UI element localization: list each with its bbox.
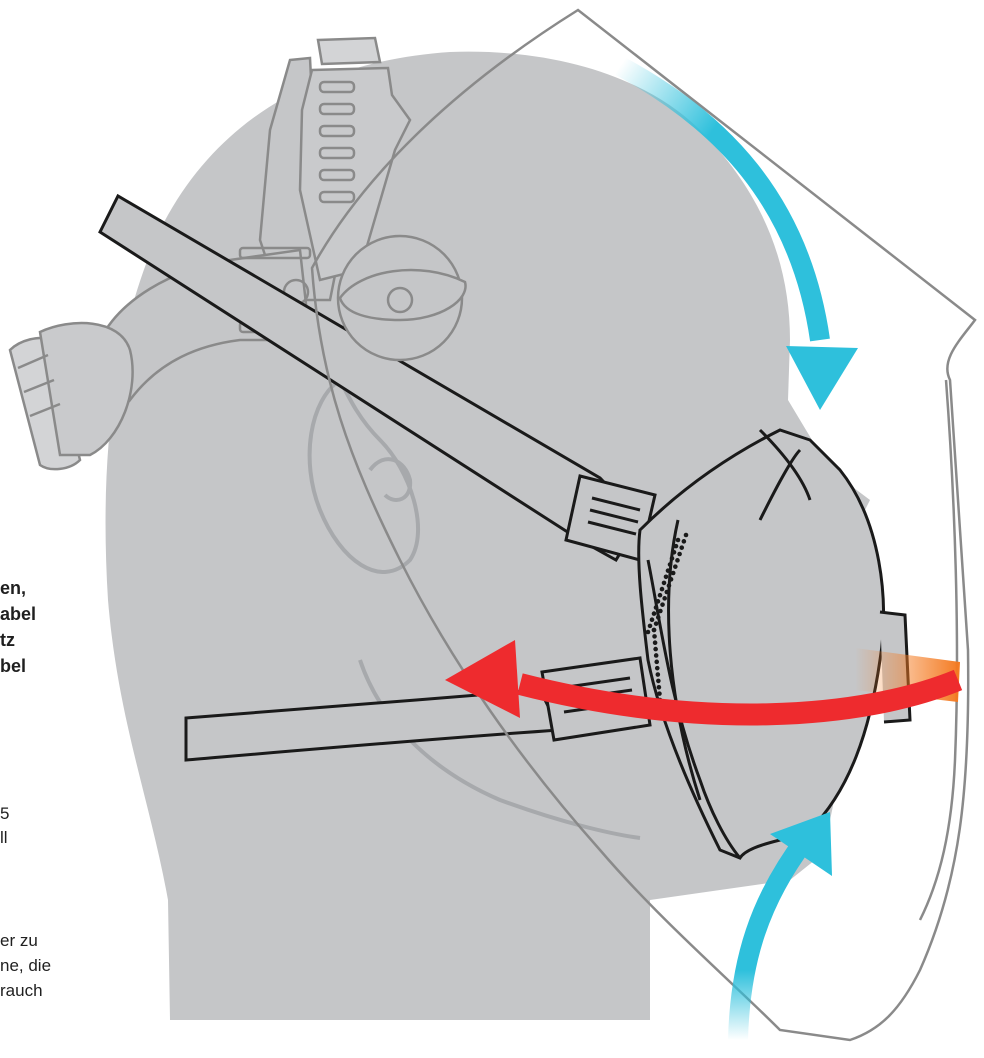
mask-dot xyxy=(682,539,687,544)
mask-dot xyxy=(657,691,662,696)
mask-dot xyxy=(675,558,680,563)
visor-side-rim xyxy=(920,380,957,920)
mask-dot xyxy=(656,615,661,620)
mask-dot xyxy=(670,556,675,561)
mask-dot xyxy=(655,666,660,671)
mask-dot xyxy=(652,634,657,639)
mask-dot xyxy=(668,562,673,567)
mask-dot xyxy=(676,538,681,543)
mask-dot xyxy=(679,545,684,550)
mask-dot xyxy=(664,575,669,580)
mask-dot xyxy=(654,653,659,658)
caption-note-fragment: 5 ll xyxy=(0,802,180,850)
mask-dot xyxy=(654,660,659,665)
mask-dot xyxy=(656,679,661,684)
mask-dot xyxy=(660,587,665,592)
mask-dot xyxy=(684,533,689,538)
mask-dot xyxy=(646,630,651,635)
mask-dot xyxy=(652,611,657,616)
mask-dot xyxy=(671,571,676,576)
mask-dot xyxy=(656,672,661,677)
mask-dot xyxy=(677,552,682,557)
mask-dot xyxy=(648,624,653,629)
mask-dot xyxy=(662,581,667,586)
mask-dot xyxy=(669,577,674,582)
mask-dot xyxy=(658,609,663,614)
mask-dot xyxy=(673,564,678,569)
mask-dot xyxy=(656,599,661,604)
mask-dot xyxy=(657,685,662,690)
mask-dot xyxy=(654,605,659,610)
mask-dot xyxy=(653,640,658,645)
mask-dot xyxy=(654,621,659,626)
caption-bold-fragment: en, abel tz bel xyxy=(0,575,180,679)
mask-dot xyxy=(650,617,655,622)
mask-dot xyxy=(662,596,667,601)
caption-desc-fragment: er zu ne, die rauch xyxy=(0,928,180,1003)
mask-dot xyxy=(666,568,671,573)
mask-dot xyxy=(652,628,657,633)
mask-dot xyxy=(653,647,658,652)
mask-dot xyxy=(658,593,663,598)
mask-dot xyxy=(665,590,670,595)
mask-dot xyxy=(660,602,665,607)
mask-dot xyxy=(674,544,679,549)
mask-dot xyxy=(667,583,672,588)
mask-dot xyxy=(672,550,677,555)
